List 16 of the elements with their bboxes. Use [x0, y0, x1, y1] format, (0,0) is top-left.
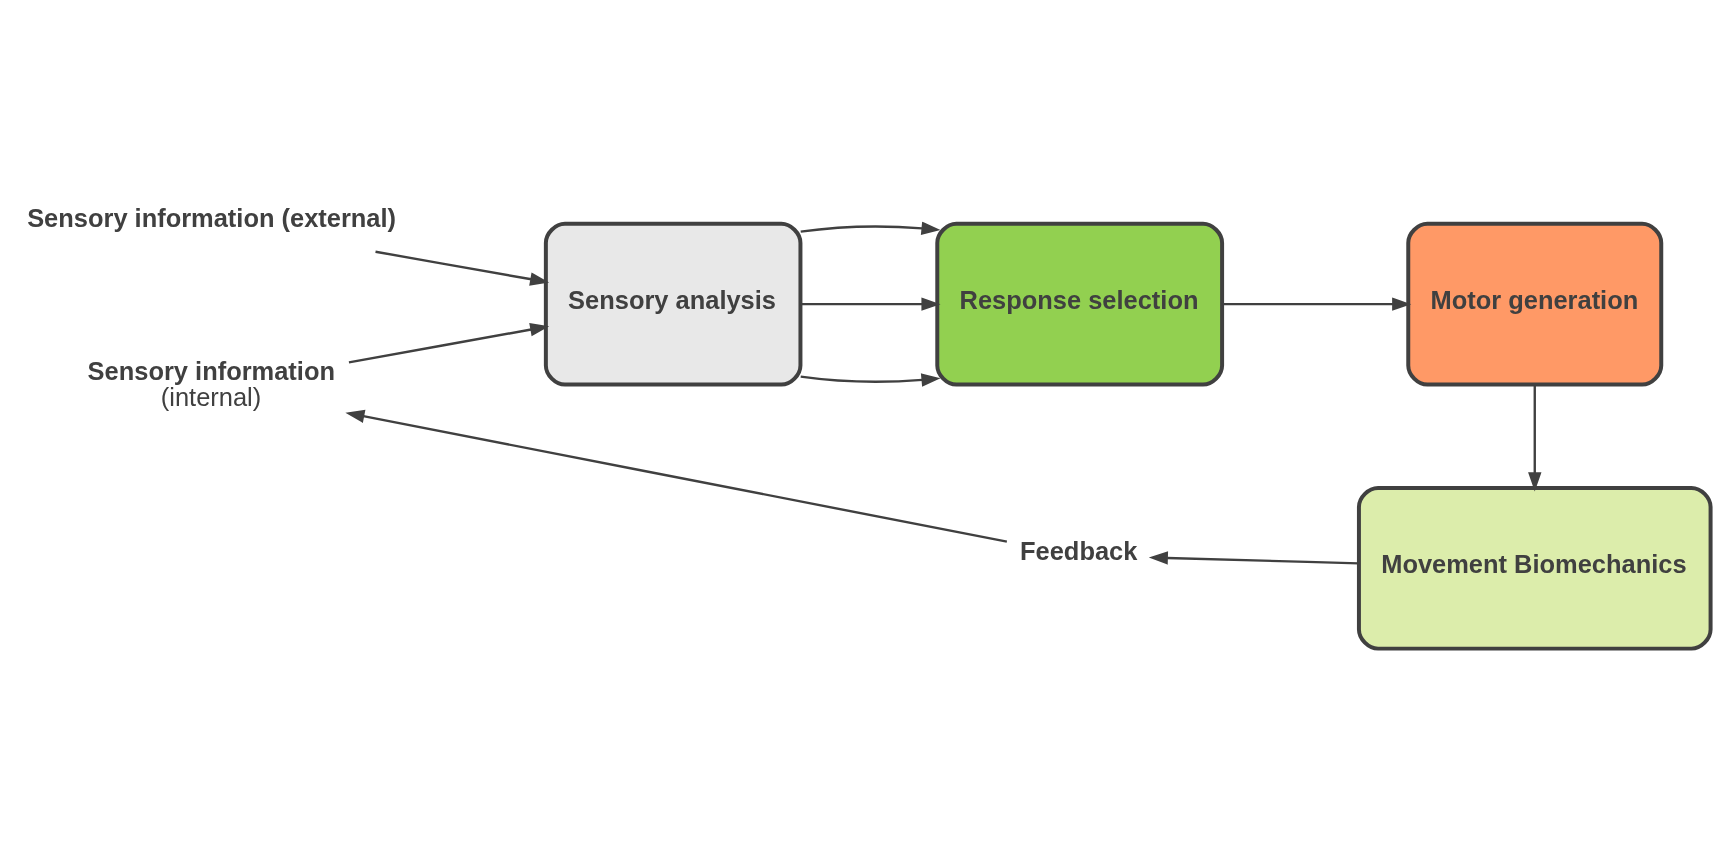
- arrow: [800, 372, 941, 387]
- node-box: Motor generation: [1406, 221, 1664, 386]
- arrow: [800, 296, 941, 311]
- node-text: Feedback: [1020, 536, 1138, 565]
- node-box: Movement Biomechanics: [1356, 485, 1713, 651]
- node-text: Sensory information (external): [27, 203, 397, 232]
- arrow: [1528, 384, 1542, 491]
- arrow: [800, 221, 941, 235]
- arrow: [1148, 550, 1359, 565]
- node-box: Sensory analysis: [543, 221, 803, 386]
- arrow: [345, 409, 1008, 543]
- arrow: [348, 322, 550, 364]
- node-text: Sensory information (internal): [87, 356, 335, 411]
- arrow: [375, 250, 550, 286]
- arrow: [1222, 296, 1412, 311]
- node-box: Response selection: [935, 221, 1225, 386]
